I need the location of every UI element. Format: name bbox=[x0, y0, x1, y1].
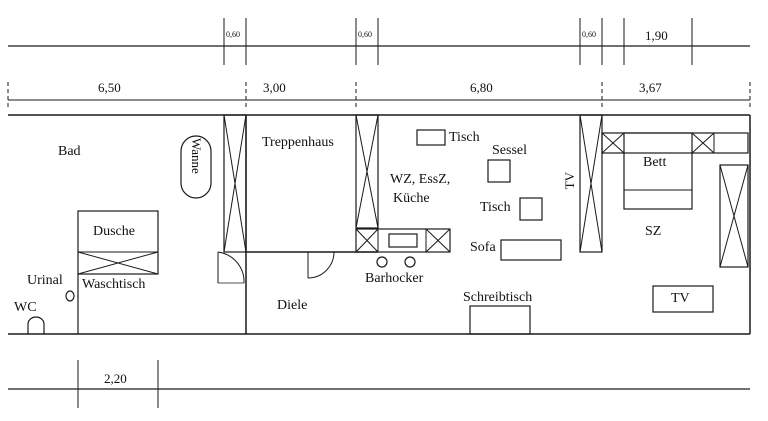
schreibtisch-label: Schreibtisch bbox=[463, 290, 533, 305]
dim-gap-3: 0,60 bbox=[582, 30, 596, 39]
dim-bed-strip: 1,90 bbox=[645, 28, 668, 43]
shaft-2 bbox=[355, 114, 379, 229]
dim-sz-width: 3,67 bbox=[639, 80, 662, 95]
bett-label: Bett bbox=[643, 155, 667, 170]
dusche-shape bbox=[77, 210, 159, 275]
sofa-label: Sofa bbox=[470, 240, 496, 255]
sofa-shape bbox=[500, 239, 562, 261]
sink bbox=[388, 233, 418, 248]
kitchen-counter bbox=[355, 228, 451, 253]
dim-wz-width: 6,80 bbox=[470, 80, 493, 95]
room-treppenhaus-label: Treppenhaus bbox=[262, 135, 334, 150]
tv-wall-label: TV bbox=[562, 172, 577, 190]
tv-label: TV bbox=[671, 291, 690, 306]
room-bad-label: Bad bbox=[58, 144, 81, 159]
tisch-shape bbox=[519, 197, 543, 221]
dim-bottom: 2,20 bbox=[104, 371, 127, 386]
dim-gap-1: 0,60 bbox=[226, 30, 240, 39]
dim-treppen-width: 3,00 bbox=[263, 80, 286, 95]
barhocker-2 bbox=[404, 256, 416, 268]
waschtisch-label: Waschtisch bbox=[82, 277, 146, 292]
urinal-label: Urinal bbox=[27, 273, 63, 288]
tv-shape bbox=[652, 285, 714, 313]
schreibtisch-shape bbox=[469, 305, 531, 335]
dim-gap-2: 0,60 bbox=[358, 30, 372, 39]
urinal-shape bbox=[65, 290, 75, 302]
wardrobe-right bbox=[719, 164, 749, 268]
sessel-label: Sessel bbox=[492, 143, 527, 158]
wanne-label: Wanne bbox=[189, 138, 204, 174]
wc-label: WC bbox=[14, 300, 37, 315]
room-wz-label-1: WZ, EssZ, bbox=[390, 172, 451, 187]
dusche-label: Dusche bbox=[93, 224, 135, 239]
tisch-top-label: Tisch bbox=[449, 130, 480, 145]
shaft-3 bbox=[579, 114, 603, 253]
wanne-shape bbox=[180, 135, 212, 199]
room-wz-label-2: Küche bbox=[393, 191, 430, 206]
wc-shape bbox=[27, 316, 45, 334]
shaft-1 bbox=[223, 114, 247, 253]
tisch-top-shape bbox=[416, 129, 446, 146]
bed bbox=[623, 132, 693, 210]
room-diele-label: Diele bbox=[277, 298, 308, 313]
barhocker-1 bbox=[376, 256, 388, 268]
tisch-label: Tisch bbox=[480, 200, 511, 215]
room-sz-label: SZ bbox=[645, 224, 662, 239]
sessel-shape bbox=[487, 159, 511, 183]
barhocker-label: Barhocker bbox=[365, 271, 424, 286]
dim-bad-width: 6,50 bbox=[98, 80, 121, 95]
